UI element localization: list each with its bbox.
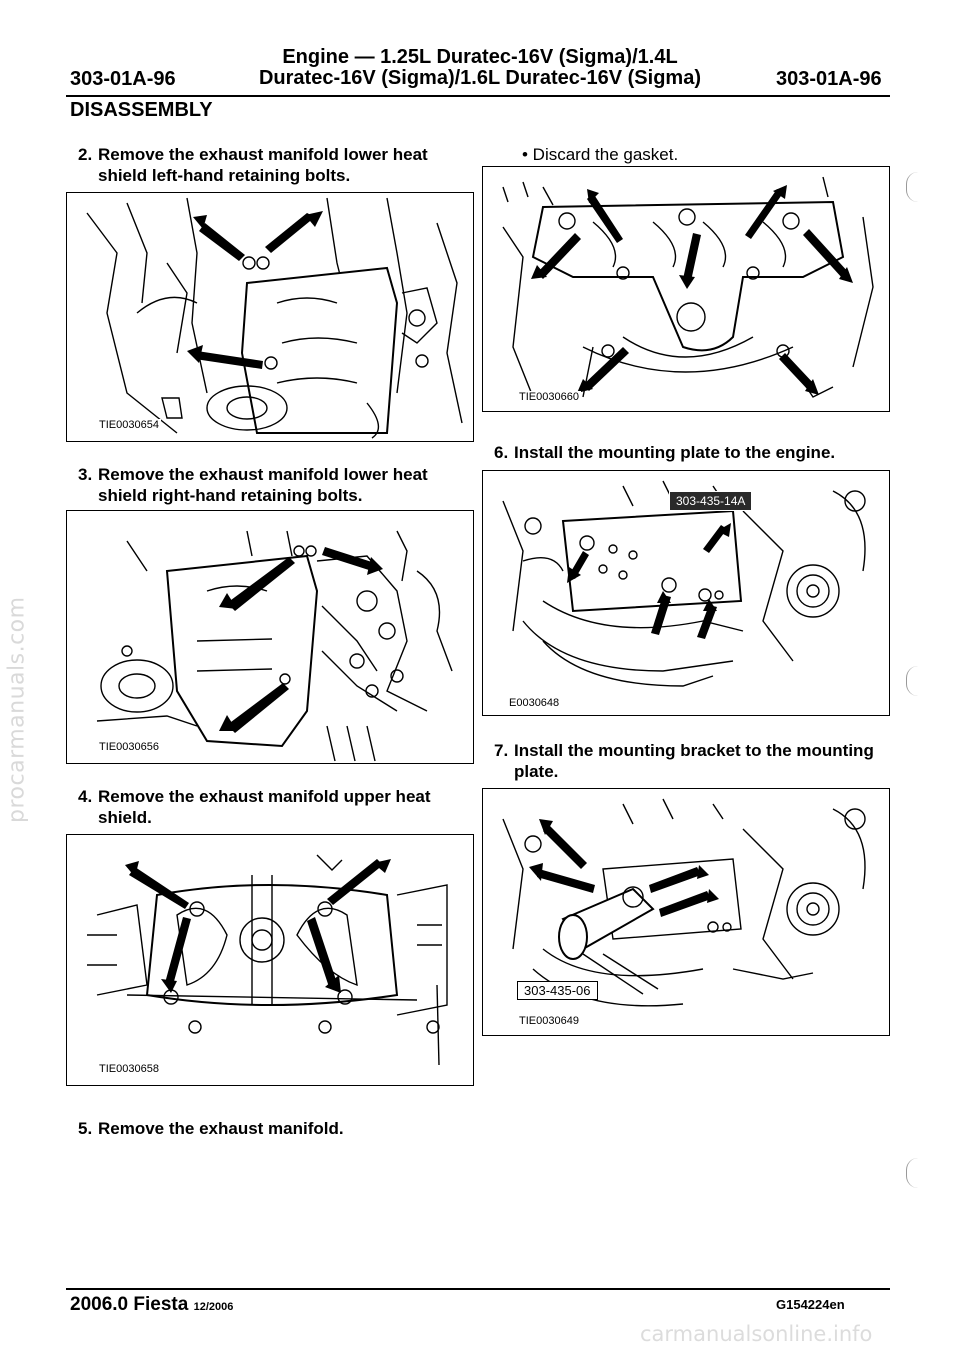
step-6-number: 6. (494, 443, 509, 462)
step-4-line1: Remove the exhaust manifold upper heat (98, 787, 431, 806)
figure-lower-heat-shield-left: TIE0030654 (66, 192, 474, 442)
figure-mounting-plate-drawing (502, 480, 866, 687)
margin-mark (906, 172, 920, 202)
step-4-number: 4. (78, 787, 93, 806)
figure-3-id: TIE0030658 (97, 1063, 161, 1075)
margin-mark (906, 666, 920, 696)
bullet-discard-gasket: • Discard the gasket. (522, 145, 679, 164)
step-3-line2: shield right-hand retaining bolts. (98, 486, 363, 505)
figure-exhaust-manifold-gasket-drawing (502, 176, 874, 398)
step-7: 7. Install the mounting bracket to the m… (494, 740, 894, 784)
side-watermark: procarmanuals.com (4, 596, 30, 824)
step-6: 6. Install the mounting plate to the eng… (494, 442, 894, 466)
figure-mounting-bracket: 303-435-06 TIE0030649 (482, 788, 890, 1036)
figure-6-id: TIE0030649 (517, 1015, 581, 1027)
figure-4-id: TIE0030660 (517, 391, 581, 403)
figure-lower-heat-shield-right-drawing (96, 530, 453, 762)
step-7-number: 7. (494, 741, 509, 760)
header-code-left: 303-01A-96 (70, 68, 176, 90)
footer-code: G154224en (776, 1297, 845, 1312)
figure-mounting-bracket-drawing (502, 798, 866, 1007)
section-title: DISASSEMBLY (70, 99, 213, 121)
step-3: 3. Remove the exhaust manifold lower hea… (78, 464, 478, 508)
step-2-line2: shield left-hand retaining bolts. (98, 166, 351, 185)
header-title-line1: Engine — 1.25L Duratec-16V (Sigma)/1.4L (282, 46, 678, 68)
footer-rule (66, 1288, 890, 1290)
step-3-number: 3. (78, 465, 93, 484)
step-2-line1: Remove the exhaust manifold lower heat (98, 145, 428, 164)
tool-label-303-435-14a: 303-435-14A (669, 491, 753, 511)
tool-label-303-435-06: 303-435-06 (517, 981, 598, 1000)
step-6-line1: Install the mounting plate to the engine… (514, 443, 836, 462)
step-4-line2: shield. (98, 808, 152, 827)
figure-lower-heat-shield-left-drawing (86, 197, 463, 439)
header-code-right: 303-01A-96 (776, 68, 882, 90)
figure-1-id: TIE0030654 (97, 419, 161, 431)
footer-date: 12/2006 (193, 1301, 234, 1313)
step-5: 5. Remove the exhaust manifold. (78, 1118, 478, 1142)
figure-upper-heat-shield-drawing (87, 854, 448, 1066)
bottom-watermark: carmanualsonline.info (640, 1322, 873, 1346)
step-7-line2: plate. (514, 762, 559, 781)
step-4: 4. Remove the exhaust manifold upper hea… (78, 786, 478, 830)
figure-exhaust-manifold-gasket: TIE0030660 (482, 166, 890, 412)
step-5-line1: Remove the exhaust manifold. (98, 1119, 344, 1138)
figure-mounting-plate: 303-435-14A E0030648 (482, 470, 890, 716)
step-7-line1: Install the mounting bracket to the moun… (514, 741, 874, 760)
figure-lower-heat-shield-right: TIE0030656 (66, 510, 474, 764)
figure-5-id: E0030648 (507, 697, 562, 709)
step-3-line1: Remove the exhaust manifold lower heat (98, 465, 428, 484)
footer-model-name: 2006.0 Fiesta (70, 1294, 189, 1315)
footer-model: 2006.0 Fiesta 12/2006 (70, 1294, 233, 1316)
figure-2-id: TIE0030656 (97, 741, 161, 753)
step-2-number: 2. (78, 145, 93, 164)
header-rule (66, 95, 890, 97)
header-title-line2: Duratec-16V (Sigma)/1.6L Duratec-16V (Si… (258, 67, 701, 89)
margin-mark (906, 1158, 920, 1188)
step-2: 2. Remove the exhaust manifold lower hea… (78, 144, 478, 188)
figure-upper-heat-shield: TIE0030658 (66, 834, 474, 1086)
step-5-number: 5. (78, 1119, 93, 1138)
